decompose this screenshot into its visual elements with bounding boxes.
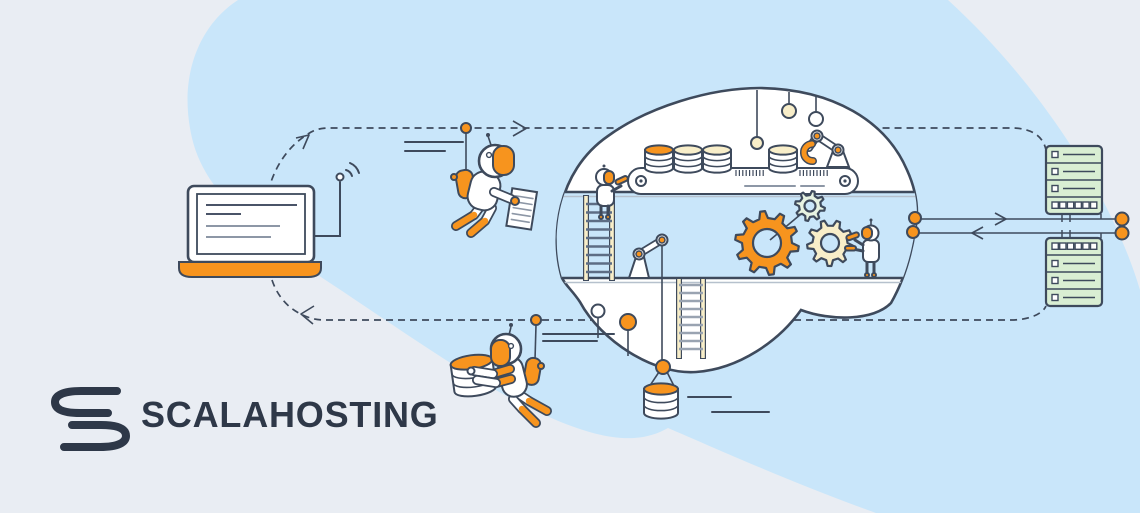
server-rack-top-icon [1044, 144, 1104, 216]
scalahosting-logo-text: SCALAHOSTING [141, 394, 439, 435]
crane-arm-icon [627, 233, 669, 366]
worker-robot-ladder-icon [595, 164, 629, 220]
database-icons [644, 144, 798, 174]
database-cylinder-icon [702, 144, 732, 174]
jetpack-icon [522, 356, 543, 386]
cloud-factory-icon [555, 86, 919, 420]
wifi-antenna-icon [313, 162, 360, 237]
hanging-database-icon [643, 359, 770, 420]
ladder-hanging-icon [676, 278, 706, 359]
arrow-right-icon [994, 212, 1007, 226]
gears-icon [734, 190, 854, 276]
node-dots-icon [590, 303, 637, 356]
laptop-icon [178, 184, 322, 278]
pulley-icon [655, 359, 671, 375]
messenger-robot-upload-icon [404, 122, 539, 238]
arrow-left-icon [971, 226, 984, 240]
worker-robot-gears-icon [844, 218, 880, 278]
data-transfer-lines [906, 211, 1130, 241]
gear-medium-icon [806, 219, 854, 268]
server-rack-bottom-icon [1044, 236, 1104, 308]
ladder-left-icon [583, 195, 615, 281]
flow-path-download [271, 279, 1047, 325]
flow-path-upload [267, 120, 1047, 193]
pendant-lights-icon [750, 90, 824, 150]
visor-icon [492, 145, 515, 176]
robotic-arm-icon [800, 129, 851, 168]
database-cylinder-icon [768, 144, 798, 174]
messenger-robot-download-icon [449, 314, 615, 428]
conveyor-belt-icon [627, 167, 859, 195]
visor-icon [490, 339, 511, 367]
database-cylinder-icon [644, 144, 674, 174]
database-cylinder-icon [673, 144, 703, 174]
hanger-dot-icon [460, 122, 472, 134]
scalahosting-logo-mark-icon [50, 387, 131, 451]
gear-small-icon [794, 190, 826, 222]
gear-large-icon [734, 210, 800, 276]
hanger-dot-icon [530, 314, 542, 326]
scalahosting-logo: SCALAHOSTING [50, 387, 439, 451]
